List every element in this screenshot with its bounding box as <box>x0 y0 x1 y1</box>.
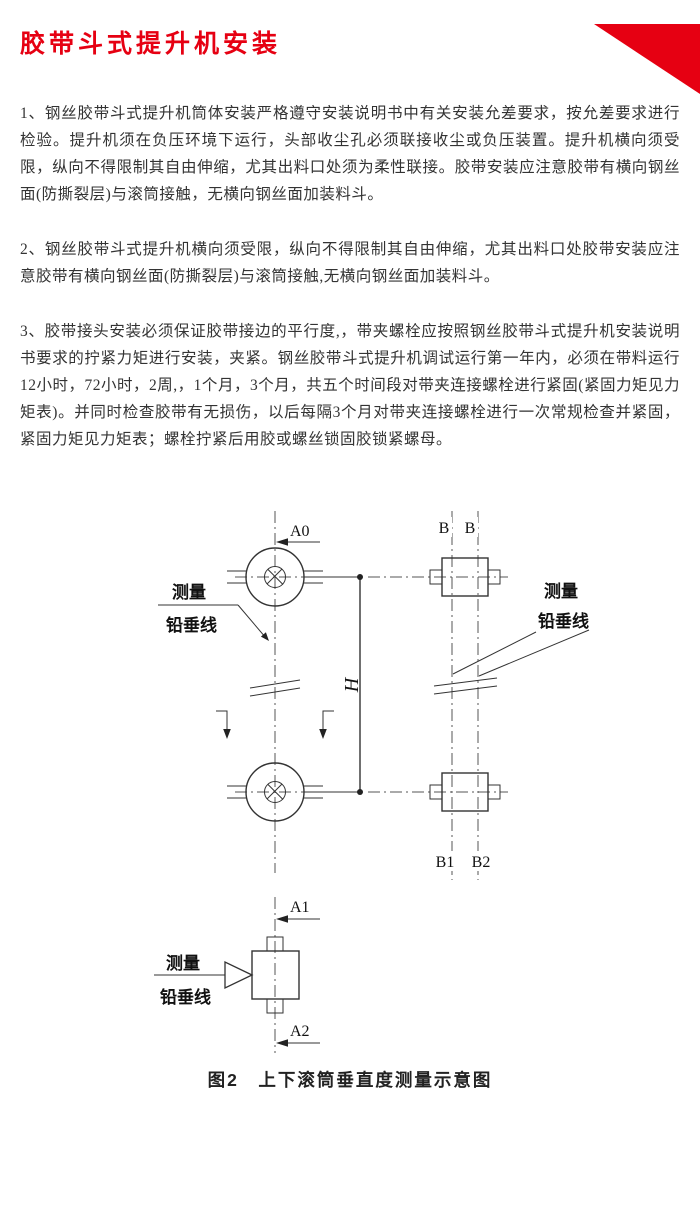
measure-label: 测量 <box>172 582 206 602</box>
plumb-line-label: 铅垂线 <box>166 615 217 635</box>
h-dimension: H <box>304 574 363 795</box>
label-a1: A1 <box>276 899 320 923</box>
measure-label: 测量 <box>544 581 578 601</box>
paragraph-3: 3、胶带接头安装必须保证胶带接边的平行度,，带夹螺栓应按照钢丝胶带斗式提升机安装… <box>20 323 680 448</box>
paragraph-1: 1、钢丝胶带斗式提升机筒体安装严格遵守安装说明书中有关安装允差要求，按允差要求进… <box>20 105 680 203</box>
figure: H 测量 铅垂线 测量 铅垂线 测量 铅垂线 <box>0 505 700 1092</box>
h-dimension-label: H <box>341 676 363 693</box>
corner-ribbon-shape <box>594 24 700 94</box>
upper-right-roller <box>429 557 501 597</box>
label-a2: A2 <box>276 1023 320 1047</box>
belt-direction-arrows <box>216 710 334 739</box>
plumb-label-bottom-left: 测量 铅垂线 <box>154 953 254 1007</box>
page-title: 胶带斗式提升机安装 <box>20 30 282 58</box>
b2-text: B2 <box>472 854 491 871</box>
figure-caption: 图2 上下滚筒垂直度测量示意图 <box>207 1070 493 1090</box>
a0-text: A0 <box>290 523 310 540</box>
a2-text: A2 <box>290 1023 310 1040</box>
corner-ribbon <box>594 24 700 94</box>
b-left-text: B <box>439 520 450 537</box>
roller-verticality-diagram: H 测量 铅垂线 测量 铅垂线 测量 铅垂线 <box>154 511 590 1053</box>
paragraph-2: 2、钢丝胶带斗式提升机横向须受限，纵向不得限制其自由伸缩，尤其出料口处胶带安装应… <box>20 241 680 285</box>
plumb-line-label: 铅垂线 <box>538 611 589 631</box>
label-masks <box>430 517 495 871</box>
lower-right-roller <box>429 772 501 812</box>
label-b-top: B B <box>439 520 476 537</box>
b-right-text: B <box>465 520 476 537</box>
b1-text: B1 <box>436 854 455 871</box>
label-b-bottom: B1 B2 <box>436 854 491 871</box>
a1-text: A1 <box>290 899 310 916</box>
body-text: 1、钢丝胶带斗式提升机筒体安装严格遵守安装说明书中有关安装允差要求，按允差要求进… <box>20 100 680 453</box>
plumb-label-right: 测量 铅垂线 <box>452 581 590 677</box>
break-marks <box>249 677 498 697</box>
measure-label: 测量 <box>166 953 200 973</box>
plumb-line-label: 铅垂线 <box>160 987 211 1007</box>
label-a0: A0 <box>276 523 320 546</box>
plumb-label-upper-left: 测量 铅垂线 <box>158 582 269 641</box>
